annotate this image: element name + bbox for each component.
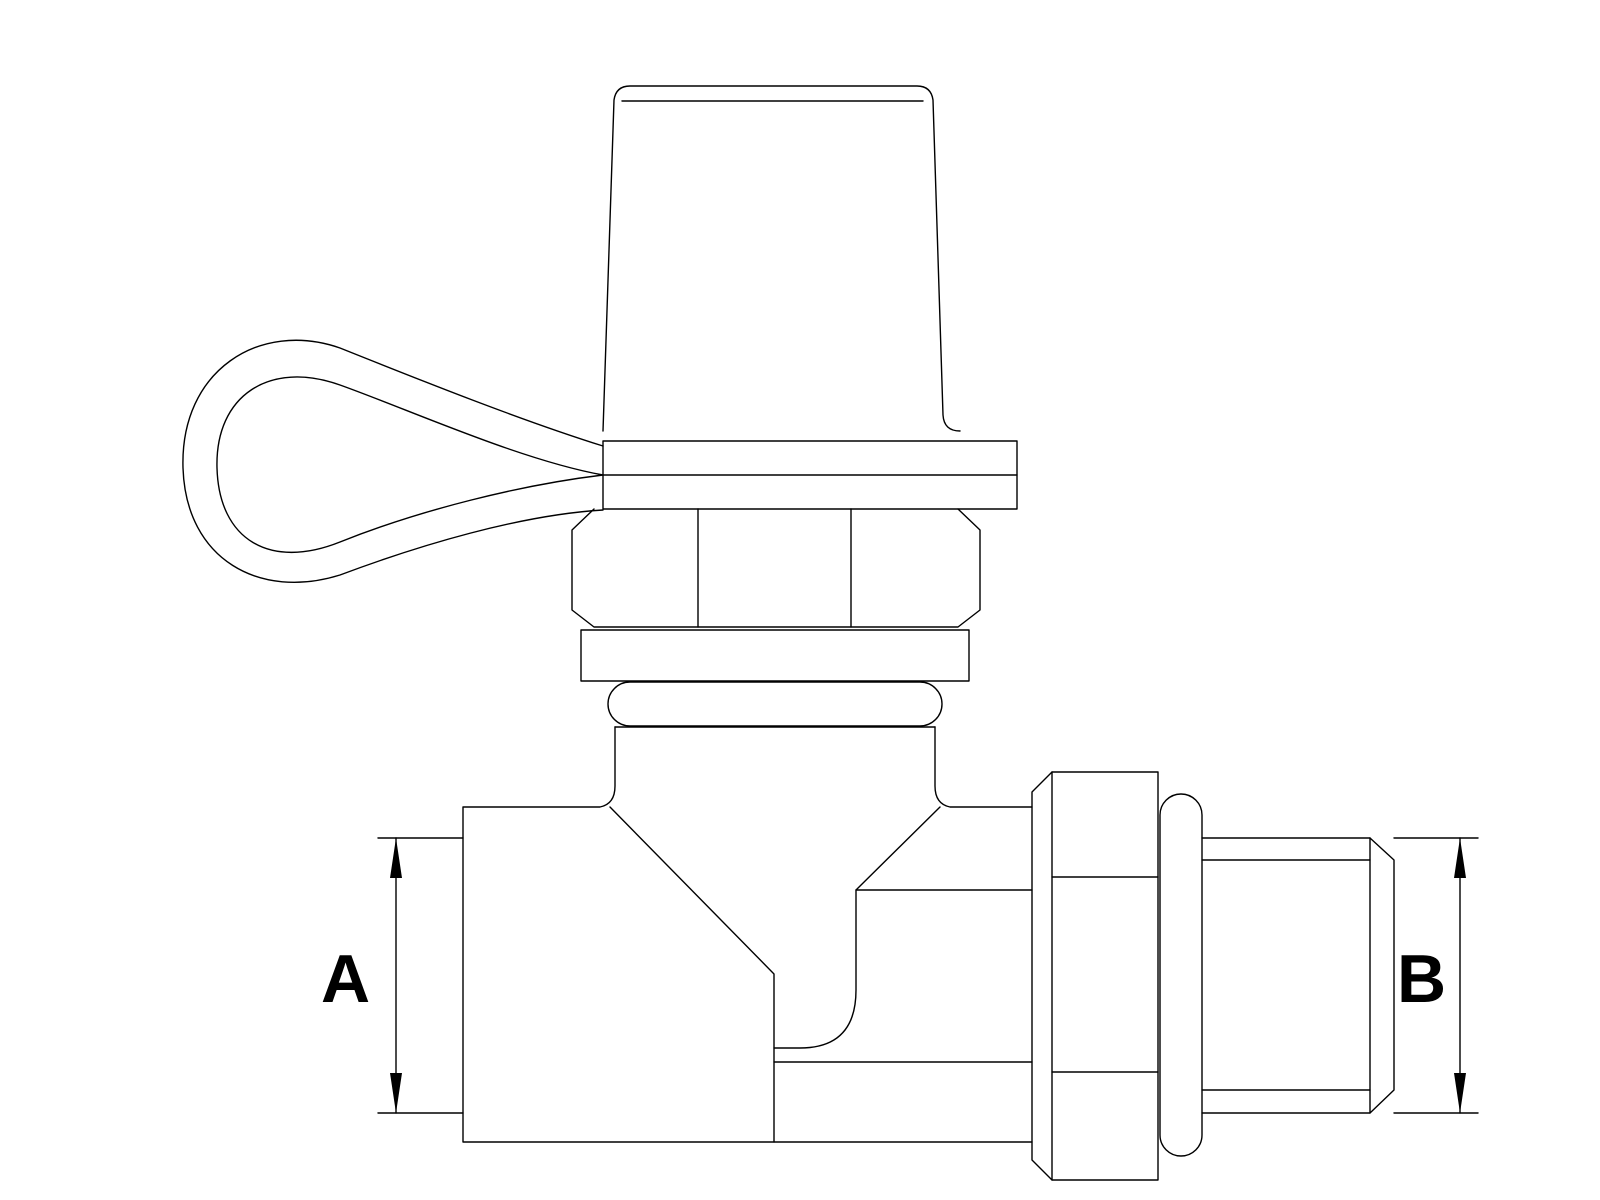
dimension-b-arrow-top: [1454, 838, 1466, 878]
threaded-tail: [1201, 837, 1395, 1114]
dimension-b: B: [1393, 837, 1479, 1114]
dimension-a-label: A: [321, 941, 370, 1017]
tee-body: [462, 726, 1033, 1143]
washer: [580, 629, 970, 682]
union-nut: [1031, 771, 1159, 1181]
dimension-b-label: B: [1397, 941, 1446, 1017]
o-ring-side: [1159, 793, 1203, 1157]
tether-loop: [182, 339, 604, 583]
hex-nut-top: [571, 508, 981, 628]
cap-flange: [602, 440, 1018, 510]
valve-cap: [602, 85, 961, 432]
dimension-a-arrow-top: [390, 838, 402, 878]
o-ring-top: [607, 681, 943, 727]
dimension-b-arrow-bottom: [1454, 1073, 1466, 1113]
dimension-a-arrow-bottom: [390, 1073, 402, 1113]
dimension-a: A: [321, 837, 464, 1114]
